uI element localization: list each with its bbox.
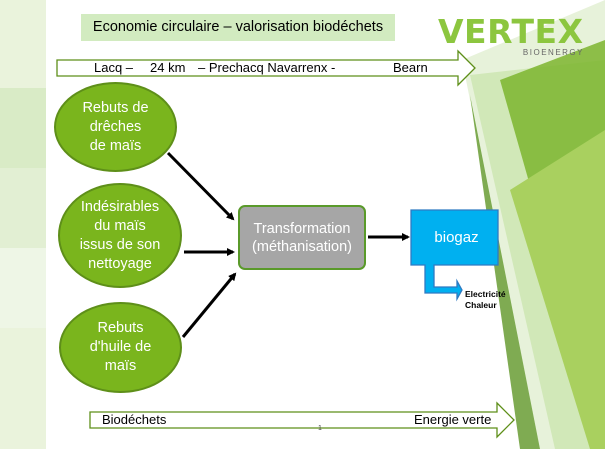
input-label-1: Rebuts de drêches de maïs xyxy=(82,99,149,154)
vertex-logo: VERTEX BIOENERGY xyxy=(438,14,588,64)
route-start: Lacq – xyxy=(94,60,134,75)
input-oval-2: Indésirables du maïs issus de son nettoy… xyxy=(58,183,182,288)
use-electricity: Electricité xyxy=(465,289,506,299)
route-end: Bearn xyxy=(393,60,428,75)
bottom-right-label: Energie verte xyxy=(414,412,492,427)
input-oval-1: Rebuts de drêches de maïs xyxy=(54,82,177,172)
input-label-3: Rebuts d'huile de maïs xyxy=(89,320,152,374)
biogaz-tank xyxy=(410,209,499,302)
logo-name: VERTEX xyxy=(438,12,584,51)
arrow-input-1 xyxy=(166,151,235,221)
arrow-input-3 xyxy=(181,272,237,338)
page-number: 1 xyxy=(318,425,322,432)
biogaz-label: biogaz xyxy=(434,229,479,246)
input-oval-3: Rebuts d'huile de maïs xyxy=(59,302,182,393)
route-stops: – Prechacq Navarrenx - xyxy=(198,60,336,75)
route-arrow xyxy=(56,49,476,87)
bottom-left-label: Biodéchets xyxy=(102,412,167,427)
route-distance: 24 km xyxy=(150,60,186,75)
transformation-box: Transformation (méthanisation) xyxy=(238,205,366,270)
use-heat: Chaleur xyxy=(465,300,497,310)
slide-title: Economie circulaire – valorisation biodé… xyxy=(81,14,395,41)
energy-uses: Electricité Chaleur xyxy=(465,289,506,311)
process-label: Transformation (méthanisation) xyxy=(252,220,352,255)
logo-tagline: BIOENERGY xyxy=(522,48,584,57)
bottom-arrow xyxy=(89,401,515,439)
input-label-2: Indésirables du maïs issus de son nettoy… xyxy=(79,198,161,272)
